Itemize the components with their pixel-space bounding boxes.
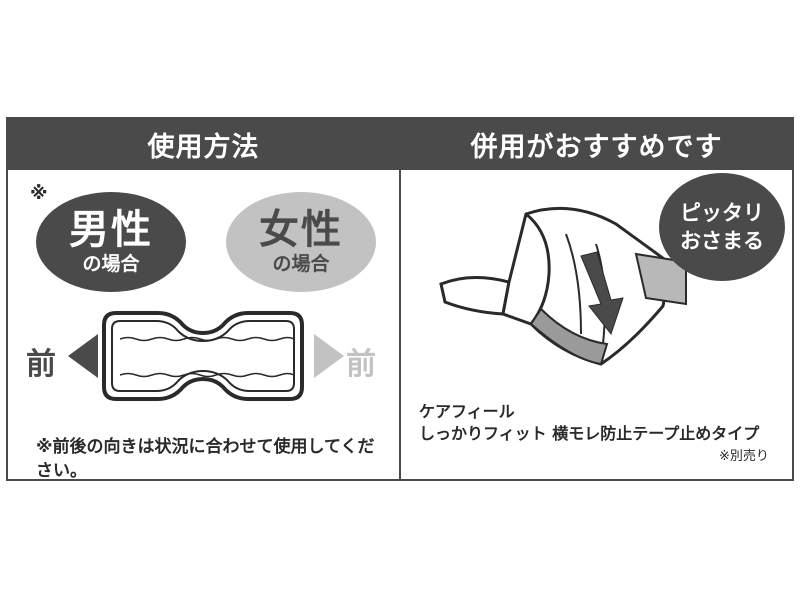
usage-panel: 使用方法 ※ 男性 の場合 女性 の場合 前 前 ※前後の向きは状況に合わせて使… xyxy=(8,119,401,481)
male-label: 男性 xyxy=(69,207,153,253)
recommendation-header: 併用がおすすめです xyxy=(401,119,792,170)
diaper-illustration xyxy=(439,206,687,366)
usage-header: 使用方法 xyxy=(8,119,399,170)
recommendation-panel: 併用がおすすめです ピッタリ おさまる ケアフィール しっかりフィット 横モレ防… xyxy=(401,119,792,479)
sold-separately-note: ※別売り xyxy=(719,449,769,464)
callout-line-2: おさまる xyxy=(680,229,764,253)
front-label-left: 前 xyxy=(26,347,56,382)
product-brand: ケアフィール xyxy=(419,402,515,421)
product-name: しっかりフィット 横モレ防止テープ止めタイプ xyxy=(419,424,760,443)
pad-diagram xyxy=(102,311,304,401)
callout-line-1: ピッタリ xyxy=(680,201,764,225)
reference-mark: ※ xyxy=(30,183,48,204)
info-frame: 使用方法 ※ 男性 の場合 女性 の場合 前 前 ※前後の向きは状況に合わせて使… xyxy=(6,117,794,481)
male-case-label: の場合 xyxy=(82,253,140,275)
female-badge: 女性 の場合 xyxy=(226,192,376,292)
female-label: 女性 xyxy=(259,207,343,253)
front-label-right: 前 xyxy=(346,347,376,382)
fit-callout: ピッタリ おさまる xyxy=(659,173,785,281)
male-badge: 男性 の場合 xyxy=(36,192,186,292)
orientation-note: ※前後の向きは状況に合わせて使用してください。 xyxy=(36,437,375,481)
female-case-label: の場合 xyxy=(272,253,330,275)
arrow-right-icon xyxy=(314,334,344,378)
arrow-left-icon xyxy=(68,334,98,378)
